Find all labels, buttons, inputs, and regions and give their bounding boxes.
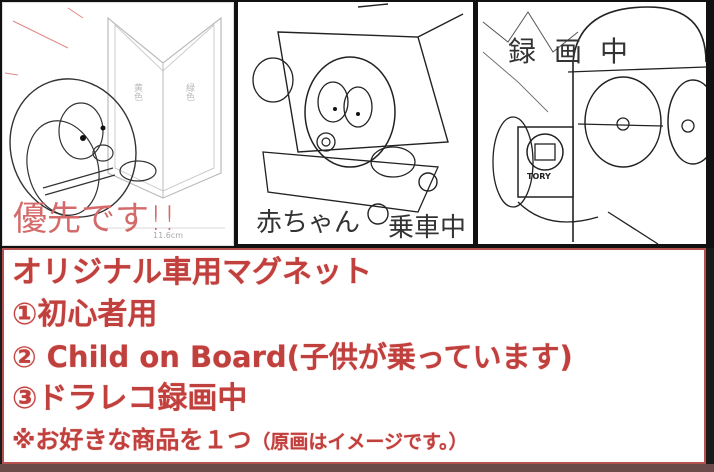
sign-label-yellow: 黄色 (132, 83, 142, 101)
panel-dashcam: 録画中 TORY (478, 2, 706, 244)
dashcam-sketch (482, 6, 706, 244)
stroller-sketch (252, 3, 464, 225)
note: ※お好きな商品を１つ（原画はイメージです。） (12, 420, 696, 462)
product-title: オリジナル車用マグネット (12, 255, 372, 290)
dimension-label: 11.6cm (153, 231, 184, 240)
note-paren: （原画はイメージです。） (251, 431, 468, 453)
product-caption-box: オリジナル車用マグネット ①初心者用 ② Child on Board(子供が乗… (2, 248, 706, 464)
handwritten-caption: 録画中 (508, 35, 647, 68)
note-main: ※お好きな商品を１つ (12, 426, 252, 454)
camera-label: TORY (527, 172, 551, 181)
sign-label-green: 緑色 (184, 83, 194, 101)
handwritten-caption-right: 乗車中 (388, 213, 467, 243)
illustration-strip: 黄色 緑色 11.6cm 優先です!! 赤ちゃん 乗車中 (2, 2, 706, 246)
option-dashcam: ③ドラレコ録画中 (12, 381, 248, 416)
option-child-on-board: ② Child on Board(子供が乗っています) (12, 340, 573, 374)
handwritten-caption: 優先です!! (13, 199, 177, 239)
beginner-sketch (4, 7, 225, 229)
panel-child-on-board: 赤ちゃん 乗車中 (238, 2, 473, 244)
option-beginner: ①初心者用 (12, 297, 158, 332)
handwritten-caption-left: 赤ちゃん (256, 208, 361, 238)
bottom-edge (0, 464, 714, 472)
panel-beginner: 黄色 緑色 11.6cm 優先です!! (2, 2, 234, 246)
